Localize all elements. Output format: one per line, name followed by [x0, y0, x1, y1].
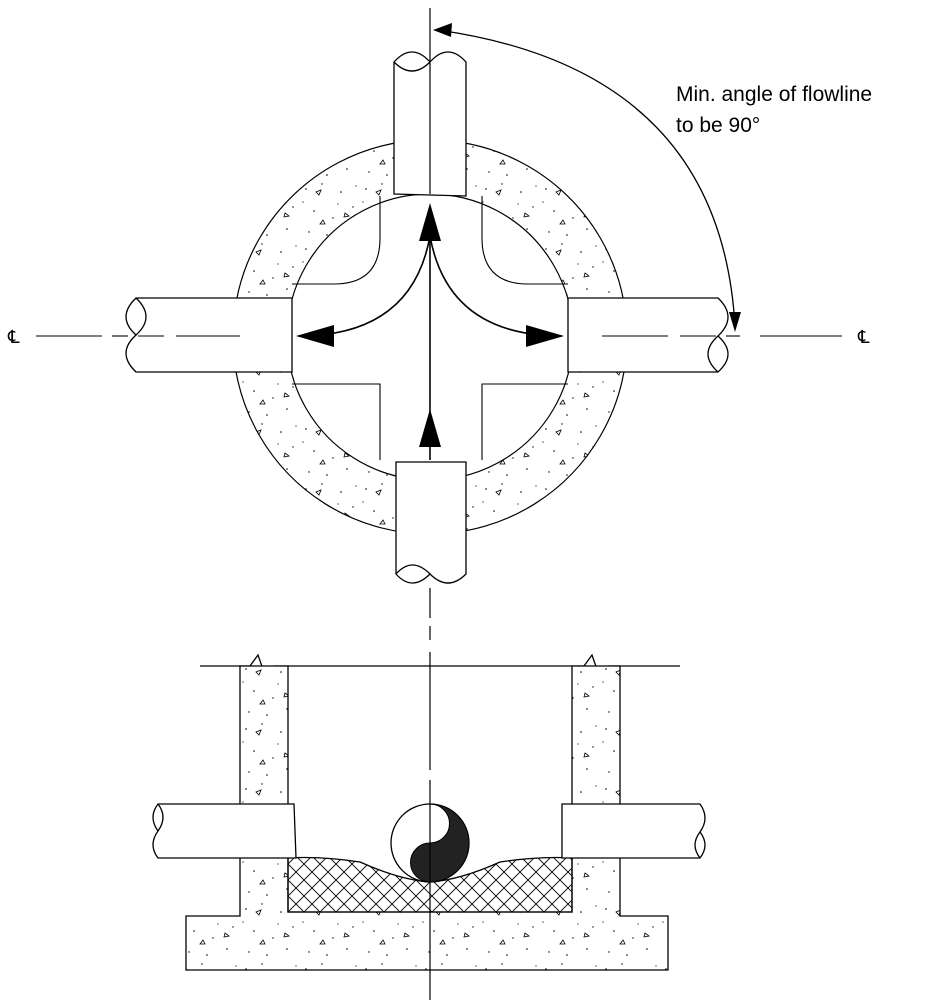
section-pipe-right: [561, 803, 706, 859]
inlet-pipe-right: [567, 297, 729, 373]
centerline-symbol-right: ℄: [857, 327, 870, 348]
plan-view: ℄ ℄ Min. angle of flowline to be 90°: [7, 8, 872, 640]
angle-arrowhead-top: [433, 23, 452, 37]
inlet-pipe-left: [125, 297, 293, 373]
section-view: [152, 652, 706, 1000]
bench-outlines: [292, 196, 568, 460]
angle-note-line1: Min. angle of flowline: [676, 83, 872, 106]
flow-arrow-inlet-bottom: [419, 409, 441, 447]
angle-dimension: [433, 23, 741, 332]
centerline-symbol-left: ℄: [7, 327, 20, 348]
inlet-pipe-bottom: [395, 461, 467, 584]
flow-arrows: [296, 203, 564, 447]
flow-arrow-outlet: [419, 203, 441, 241]
angle-note-line2: to be 90°: [676, 114, 760, 137]
section-pipe-left: [152, 803, 297, 859]
angle-arc: [437, 29, 736, 327]
flow-arrow-inlet-right: [526, 325, 564, 347]
angle-arrowhead-right: [729, 312, 741, 332]
flow-arrow-inlet-left: [296, 325, 334, 347]
